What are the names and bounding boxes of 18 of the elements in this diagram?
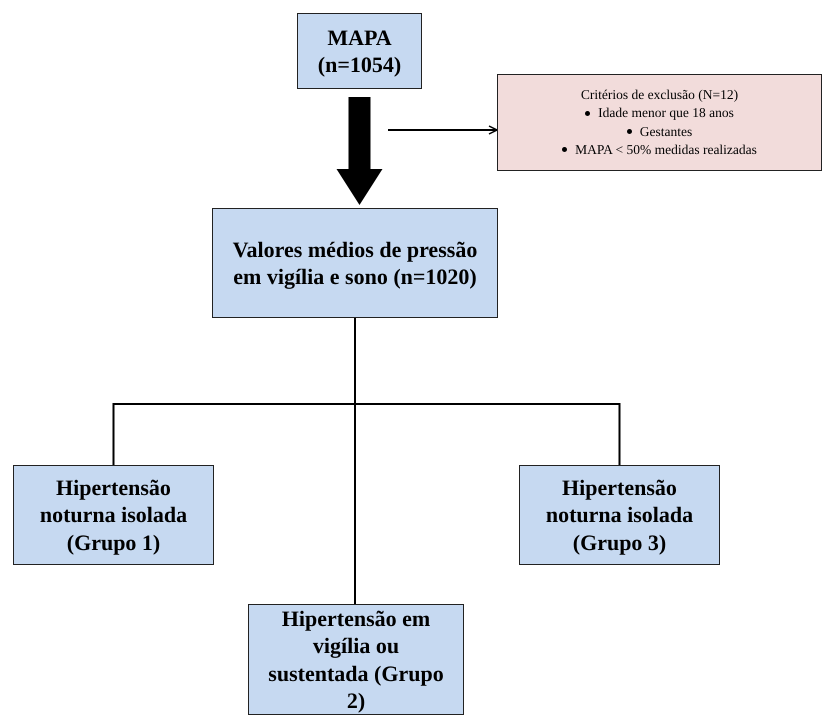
box-heading: Critérios de exclusão (N=12) xyxy=(580,86,738,104)
bullet-item: MAPA < 50% medidas realizadas xyxy=(575,140,757,159)
box-label: Hipertensão noturna isolada (Grupo 1) xyxy=(38,474,188,556)
process-box xyxy=(248,604,464,715)
process-box xyxy=(212,208,498,318)
bullet-item: Gestantes xyxy=(640,122,692,140)
box-label: Hipertensão em vigília ou sustentada (Grupo 2) xyxy=(267,604,445,714)
box-label: MAPA (n=1054) xyxy=(316,24,402,78)
box-label: Hipertensão noturna isolada (Grupo 3) xyxy=(544,474,694,556)
exclusion-criteria-box xyxy=(497,74,822,171)
process-box xyxy=(297,13,422,89)
process-box xyxy=(519,465,720,565)
box-label: Valores médios de pressão em vigília e sono (n=1020) xyxy=(232,236,478,290)
process-box xyxy=(13,465,214,565)
block-arrow xyxy=(336,97,382,205)
connector-line xyxy=(354,318,356,604)
arrow xyxy=(388,125,498,135)
bullet-item: Idade menor que 18 anos xyxy=(598,104,734,122)
